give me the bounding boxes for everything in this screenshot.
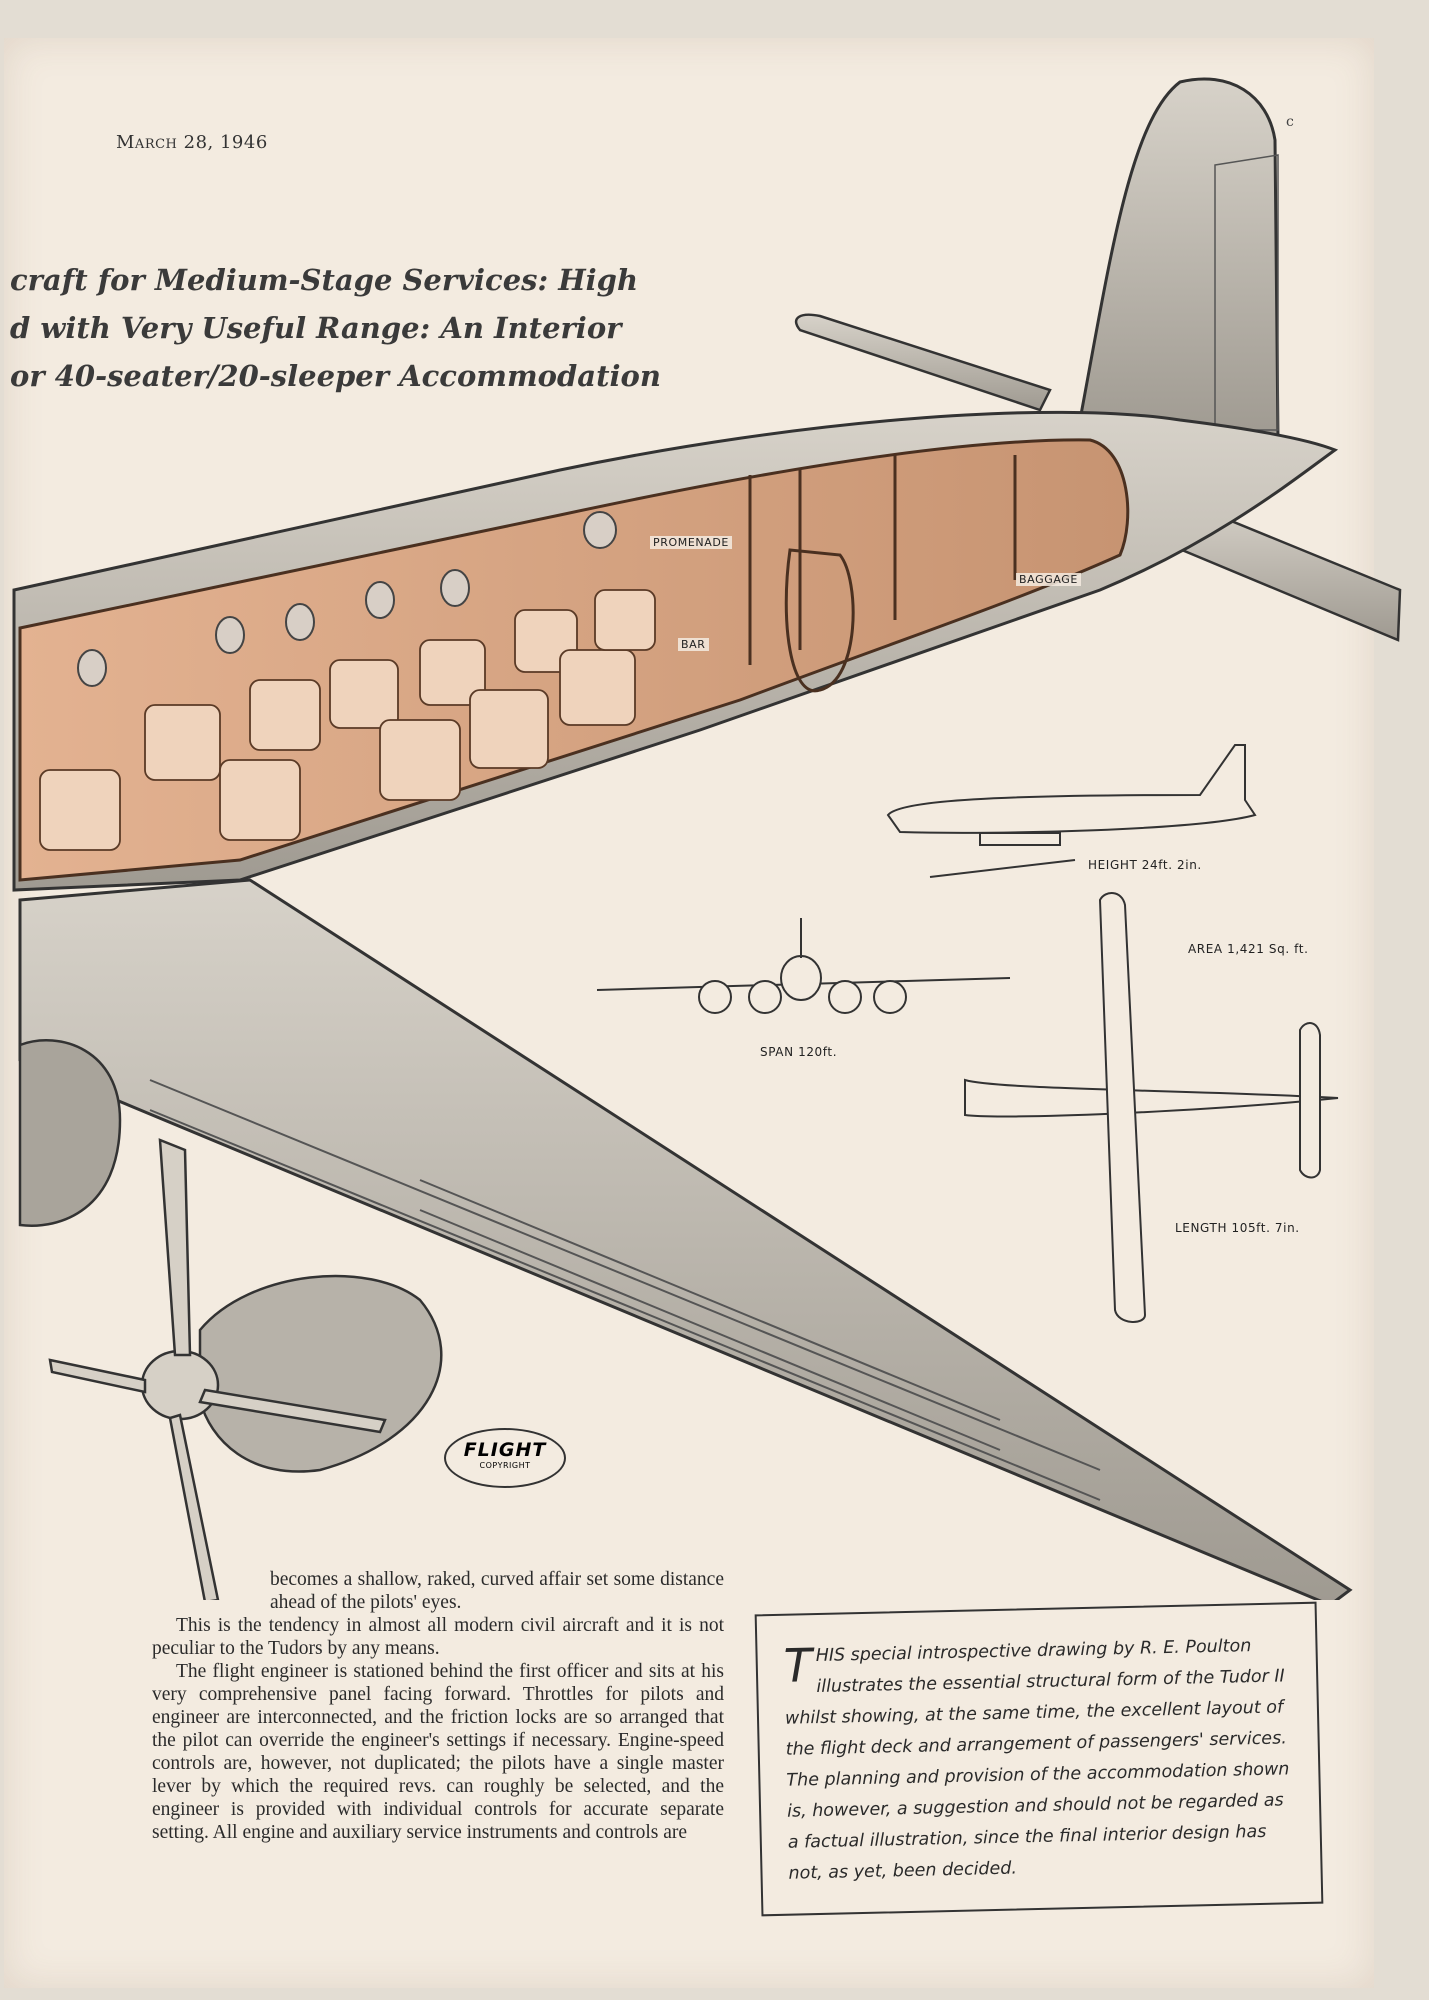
- outer-engine-nacelle: [198, 1274, 443, 1473]
- headline: craft for Medium-Stage Services: High d …: [10, 256, 661, 400]
- wing-ribs: [149, 1079, 1101, 1501]
- span-dimension: SPAN 120ft.: [760, 1045, 838, 1059]
- headline-line-3: or 40-seater/20-sleeper Accommodation: [10, 359, 661, 393]
- headline-line-1: craft for Medium-Stage Services: High: [10, 263, 639, 297]
- flight-logo-name: FLIGHT: [463, 1439, 547, 1461]
- area-dimension: AREA 1,421 Sq. ft.: [1188, 942, 1309, 956]
- issue-date: March 28, 1946: [116, 132, 268, 153]
- plan-view-diagram: [964, 892, 1339, 1323]
- baggage-label: BAGGAGE: [1016, 573, 1081, 586]
- height-dimension: HEIGHT 24ft. 2in.: [1088, 858, 1202, 872]
- wing: [18, 878, 1353, 1600]
- corner-mark: c: [1286, 114, 1294, 130]
- illustration-caption: T HIS special introspective drawing by R…: [754, 1601, 1324, 1917]
- headline-line-2: d with Very Useful Range: An Interior: [10, 311, 622, 345]
- cabin-windows: [77, 511, 617, 687]
- article-body: becomes a shallow, raked, curved affair …: [152, 1568, 724, 1844]
- caption-text: HIS special introspective drawing by R. …: [784, 1636, 1290, 1884]
- tail-fin: [1078, 77, 1280, 442]
- promenade-label: PROMENADE: [650, 536, 732, 549]
- aircraft-cutaway-illustration: [12, 77, 1402, 1600]
- front-view-diagram: [596, 918, 1011, 1014]
- side-view-diagram: [886, 744, 1257, 878]
- passenger-seats: [39, 589, 656, 851]
- bar-label: BAR: [678, 638, 709, 651]
- length-dimension: LENGTH 105ft. 7in.: [1175, 1221, 1300, 1235]
- article-paragraph-3: The flight engineer is stationed behind …: [152, 1661, 724, 1843]
- article-paragraph-1: becomes a shallow, raked, curved affair …: [270, 1569, 724, 1613]
- flight-logo-copyright: COPYRIGHT: [479, 1461, 531, 1470]
- article-paragraph-2: This is the tendency in almost all moder…: [152, 1615, 724, 1659]
- caption-drop-cap: T: [783, 1638, 813, 1693]
- flight-logo: FLIGHT COPYRIGHT: [444, 1428, 566, 1488]
- inner-engine-nacelle: [18, 1039, 122, 1227]
- left-tailplane: [794, 313, 1052, 412]
- propeller: [48, 1138, 387, 1600]
